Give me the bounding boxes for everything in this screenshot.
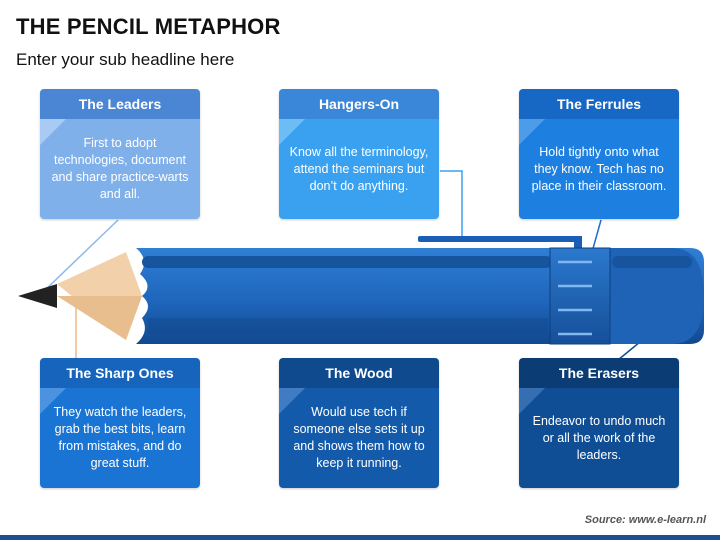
pencil-highlight [142, 256, 552, 268]
card-the-ferrules: The Ferrules Hold tightly onto what they… [519, 89, 679, 219]
page-title: THE PENCIL METAPHOR [16, 14, 281, 39]
card-text: First to adopt technologies, document an… [51, 136, 189, 201]
page-subtitle: Enter your sub headline here [16, 50, 235, 69]
card-title: The Erasers [519, 358, 679, 388]
card-title: Hangers-On [279, 89, 439, 119]
card-title: The Sharp Ones [40, 358, 200, 388]
card-title: The Leaders [40, 89, 200, 119]
source-note: Source: www.e-learn.nl [584, 514, 706, 526]
hangers-on-connector [440, 170, 463, 236]
pencil-tip [18, 284, 57, 308]
card-text: Hold tightly onto what they know. Tech h… [531, 144, 667, 193]
card-text: Endeavor to undo much or all the work of… [532, 413, 666, 462]
card-text: They watch the leaders, grab the best bi… [53, 405, 187, 470]
pencil-eraser [610, 248, 704, 344]
card-hangers-on: Hangers-On Know all the terminology, att… [279, 89, 439, 219]
footer-bar [0, 535, 720, 540]
card-title: The Ferrules [519, 89, 679, 119]
card-the-sharp-ones: The Sharp Ones They watch the leaders, g… [40, 358, 200, 488]
card-title: The Wood [279, 358, 439, 388]
card-text: Would use tech if someone else sets it u… [293, 405, 425, 470]
leaders-connector [41, 219, 119, 294]
pencil-clip [418, 236, 582, 242]
ferrule-ridges [558, 260, 592, 336]
pencil-wood-shade [57, 296, 142, 340]
card-text: Know all the terminology, attend the sem… [289, 144, 429, 193]
card-the-erasers: The Erasers Endeavor to undo much or all… [519, 358, 679, 488]
pencil-ferrule [549, 247, 611, 345]
card-the-leaders: The Leaders First to adopt technologies,… [40, 89, 200, 219]
card-the-wood: The Wood Would use tech if someone else … [279, 358, 439, 488]
